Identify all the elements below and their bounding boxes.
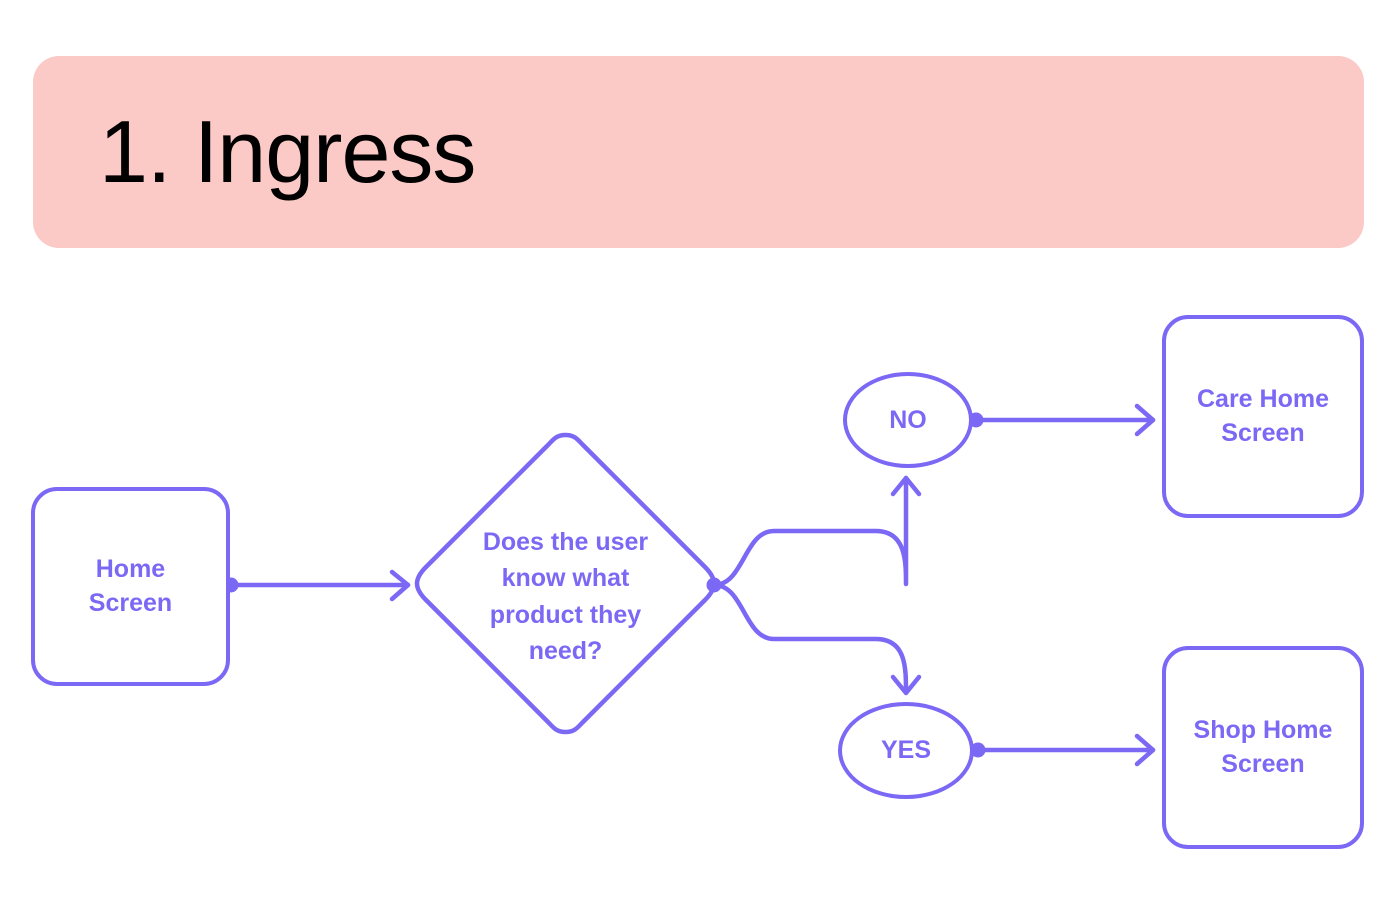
node-care-home-label-line1: Care Home [1197, 384, 1329, 413]
node-yes[interactable]: YES [838, 702, 974, 799]
node-care-home-label-line2: Screen [1221, 418, 1305, 447]
edge-no-to-care-home [974, 403, 1156, 437]
node-home-screen[interactable]: Home Screen [31, 487, 230, 686]
node-home-screen-label: Home Screen [89, 553, 172, 621]
section-header-banner: 1. Ingress [33, 56, 1364, 248]
edge-home-to-decision [227, 569, 411, 602]
node-care-home-screen[interactable]: Care Home Screen [1162, 315, 1364, 518]
edge-yes-to-shop-home [975, 733, 1156, 767]
node-care-home-screen-label: Care Home Screen [1197, 383, 1329, 451]
page-title: 1. Ingress [99, 102, 476, 201]
node-no-label: NO [889, 405, 927, 434]
node-shop-home-label-line2: Screen [1221, 749, 1305, 778]
node-shop-home-label-line1: Shop Home [1193, 715, 1333, 744]
node-no[interactable]: NO [843, 372, 973, 468]
edge-decision-to-yes [711, 582, 922, 696]
node-shop-home-screen[interactable]: Shop Home Screen [1162, 646, 1364, 849]
node-home-screen-label-line2: Screen [88, 588, 173, 617]
node-shop-home-screen-label: Shop Home Screen [1194, 714, 1333, 782]
edge-decision-to-no [711, 475, 922, 588]
node-home-screen-label-line1: Home [95, 554, 166, 583]
node-decision-label: Does the user know what product they nee… [482, 528, 649, 665]
node-yes-label: YES [880, 736, 932, 765]
